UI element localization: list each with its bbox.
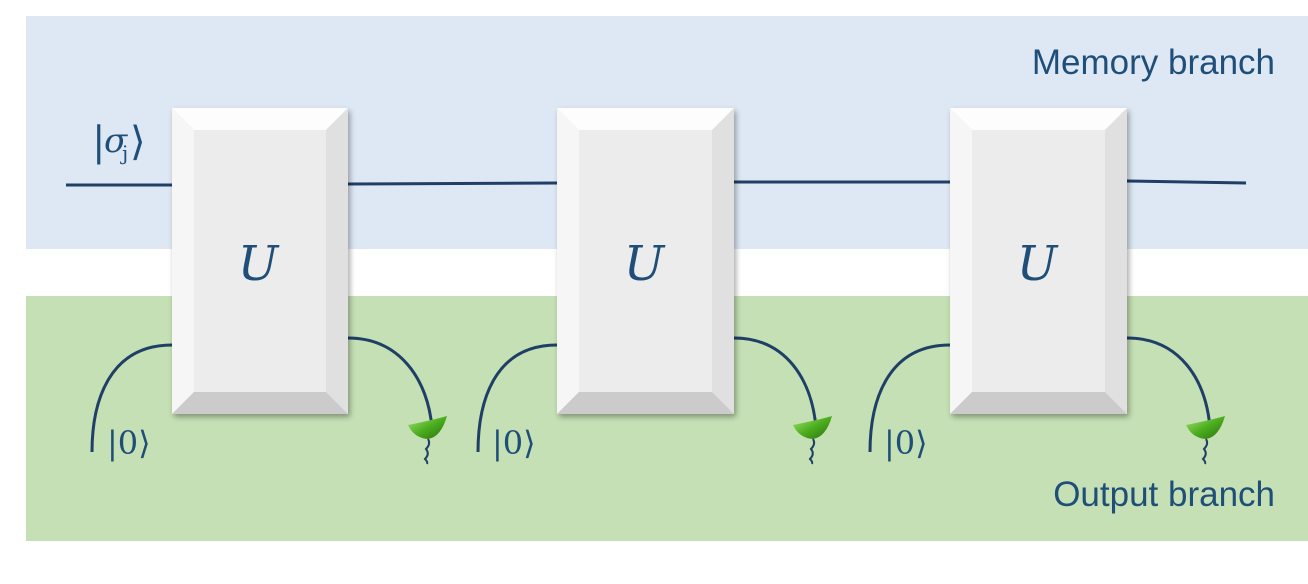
photodetector-icon (408, 416, 447, 465)
input-wire-1 (90, 343, 173, 453)
memory-branch-label: Memory branch (1032, 43, 1275, 82)
memory-input-state: | σ j ⟩ (92, 119, 146, 165)
output-branch-label: Output branch (1053, 475, 1275, 514)
unitary-gate-1: |0⟩ U (90, 108, 447, 465)
unitary-gate-3: |0⟩ U (868, 108, 1225, 465)
gate-label-1: U (238, 236, 280, 292)
output-wire-3 (1126, 336, 1212, 429)
input-state-1: |0⟩ (107, 424, 151, 462)
input-state-2: |0⟩ (492, 424, 536, 462)
gate-block-3 (950, 108, 1127, 414)
sigma-symbol: σ (104, 121, 128, 161)
output-wire-1 (347, 336, 434, 429)
ket-close: ⟩ (130, 119, 146, 165)
sigma-subscript: j (120, 141, 128, 165)
photodetector-icon (1186, 416, 1225, 465)
gate-label-2: U (624, 236, 666, 292)
ket-open: | (92, 119, 105, 165)
memory-wire (66, 179, 1247, 187)
output-wire-2 (733, 336, 818, 429)
gate-label-3: U (1017, 236, 1059, 292)
input-state-3: |0⟩ (884, 424, 928, 462)
input-wire-3 (868, 343, 951, 453)
unitary-gate-2: |0⟩ U (476, 108, 832, 465)
gate-block-2 (557, 108, 734, 414)
input-wire-2 (476, 343, 558, 453)
photodetector-icon (793, 416, 832, 465)
gate-block-1 (172, 108, 348, 414)
